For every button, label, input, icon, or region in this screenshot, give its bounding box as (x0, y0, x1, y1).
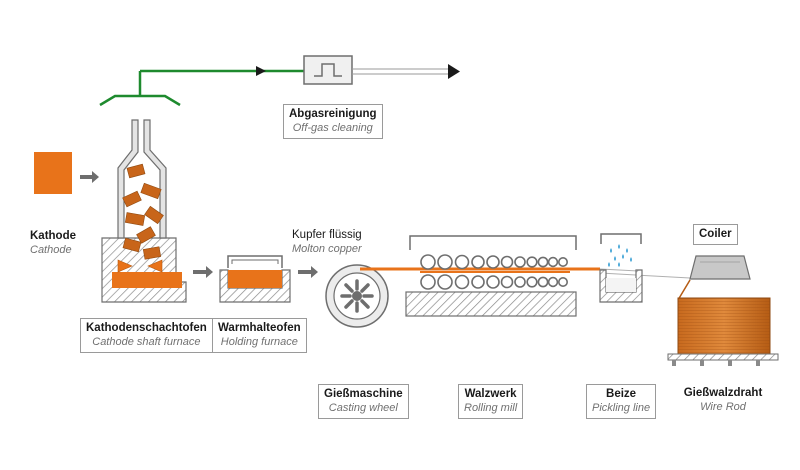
rolling-mill (405, 235, 577, 317)
shaft-furnace (101, 119, 187, 303)
label-de: Warmhalteofen (218, 322, 301, 334)
label-en: Rolling mill (464, 402, 518, 414)
casting-wheel-icon (325, 264, 389, 328)
label-holding-furnace: Warmhalteofen Holding furnace (212, 318, 307, 353)
coil-icon (667, 279, 779, 366)
label-en: Casting wheel (328, 402, 398, 414)
copper-strand (360, 267, 691, 279)
label-en: Wire Rod (700, 401, 746, 413)
label-cathode: Kathode Cathode (30, 229, 76, 257)
label-en: Cathode shaft furnace (92, 336, 201, 348)
label-de: Coiler (699, 228, 732, 240)
label-en: Molton copper (292, 243, 362, 255)
label-wire-rod: Gießwalzdraht Wire Rod (678, 386, 768, 414)
flow-arrow-icon (80, 171, 99, 183)
flow-arrow-icon (448, 64, 460, 79)
spray-drop-icon (608, 244, 632, 267)
pickling-line (599, 233, 643, 303)
flow-arrow-icon (256, 66, 266, 76)
label-de: Kupfer flüssig (292, 229, 362, 241)
cathode-block (34, 152, 72, 194)
offgas-pipe (99, 66, 304, 107)
label-de: Kathode (30, 230, 76, 242)
label-de: Beize (606, 388, 637, 400)
label-offgas-cleaning: Abgasreinigung Off-gas cleaning (283, 104, 383, 139)
label-coiler: Coiler (693, 224, 738, 245)
offgas-cleaning-unit (303, 55, 460, 85)
label-pickling-line: Beize Pickling line (586, 384, 657, 419)
label-rolling-mill: Walzwerk Rolling mill (458, 384, 524, 419)
label-en: Cathode (30, 244, 72, 256)
label-de: Gießwalzdraht (683, 387, 763, 399)
roller-icon (420, 254, 568, 290)
flow-arrow-icon (193, 266, 213, 278)
label-de: Walzwerk (464, 388, 517, 400)
coiler (689, 255, 751, 280)
label-shaft-furnace: Kathodenschachtofen Cathode shaft furnac… (80, 318, 213, 353)
label-de: Gießmaschine (324, 388, 403, 400)
holding-furnace (219, 255, 291, 303)
label-en: Off-gas cleaning (292, 122, 373, 134)
label-en: Pickling line (592, 402, 651, 414)
label-de: Kathodenschachtofen (86, 322, 207, 334)
label-casting-wheel: Gießmaschine Casting wheel (318, 384, 409, 419)
label-en: Holding furnace (220, 336, 298, 348)
label-de: Abgasreinigung (289, 108, 377, 120)
label-molten-copper: Kupfer flüssig Molton copper (292, 228, 362, 256)
flow-arrow-icon (298, 266, 318, 278)
